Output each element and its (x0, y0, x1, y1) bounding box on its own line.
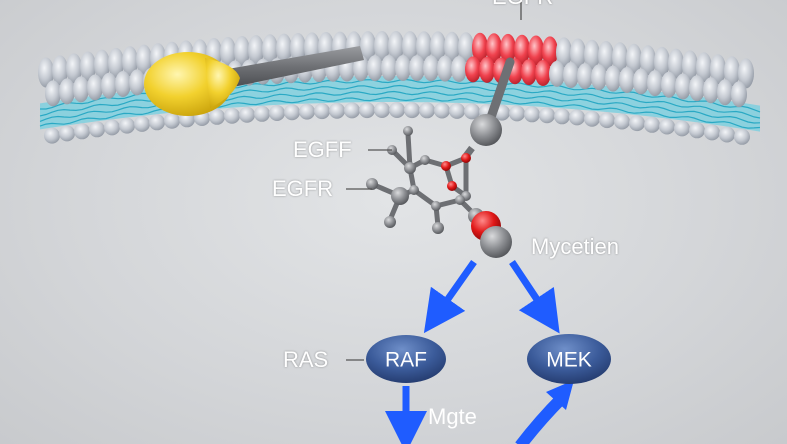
label-egff: EGFF (293, 137, 352, 162)
arrow-up-to-mek (515, 393, 567, 444)
label-leaders (346, 0, 522, 361)
signal-arrows (385, 259, 574, 444)
raf-node (366, 335, 446, 383)
molecule-structure (366, 126, 512, 258)
label-mgte: Mgte (428, 404, 477, 429)
mek-label: MEK (546, 348, 592, 372)
label-egfr: EGFR (272, 176, 334, 201)
ligand-molecule (144, 46, 364, 116)
label-top-cut: EGFR (492, 0, 553, 8)
raf-label: RAF (385, 348, 427, 372)
label-ras: RAS (283, 347, 329, 372)
label-mycetien: Mycetien (531, 234, 620, 259)
arrow-to-mek (509, 260, 560, 334)
arrow-to-raf (423, 259, 477, 334)
mek-node (527, 334, 611, 384)
